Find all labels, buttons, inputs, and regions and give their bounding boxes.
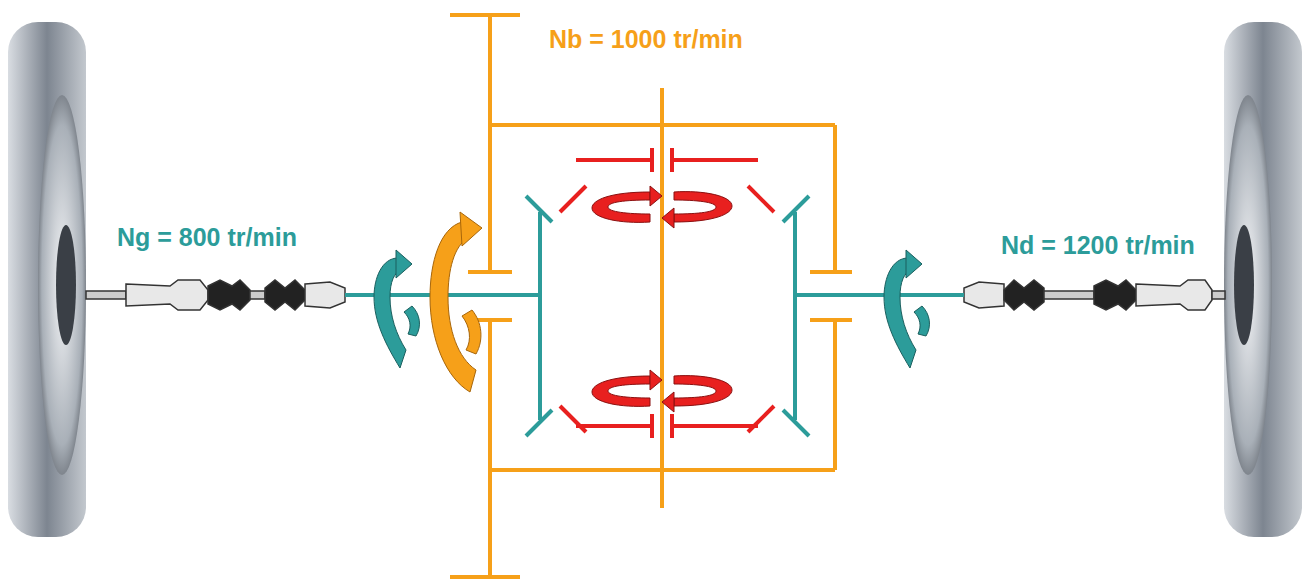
left-drive-shaft <box>86 280 345 310</box>
carrier <box>450 15 852 577</box>
pinion-rotation-arrow <box>592 186 732 412</box>
ring-speed-label: Nb = 1000 tr/min <box>546 24 746 54</box>
left-shaft-speed-label: Ng = 800 tr/min <box>114 222 300 252</box>
right-shaft <box>795 293 964 297</box>
side-gears <box>526 196 809 436</box>
right-shaft-speed-label: Nd = 1200 tr/min <box>998 230 1198 260</box>
right-wheel <box>1224 22 1302 537</box>
shaft-rotation-arrow <box>374 212 929 392</box>
left-wheel <box>8 22 86 537</box>
right-drive-shaft <box>964 280 1225 310</box>
planet-pinions <box>560 148 774 438</box>
